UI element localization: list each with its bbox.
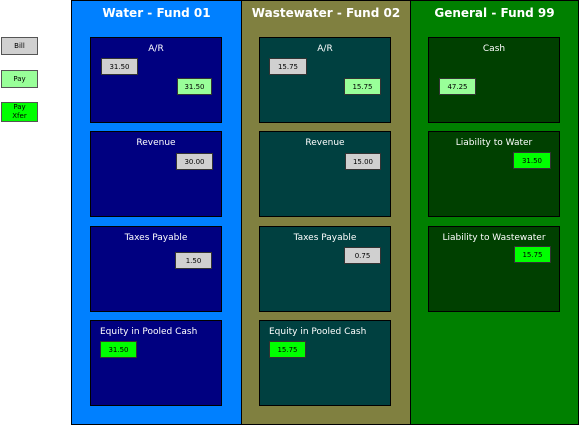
pay-xfer-amount: 15.75	[514, 246, 551, 263]
bill-amount: 30.00	[176, 153, 213, 170]
account-title: Revenue	[136, 138, 176, 148]
pay-amount: 31.50	[177, 78, 212, 95]
account-title: Equity in Pooled Cash	[269, 327, 367, 337]
general-cash-account: Cash 47.25	[428, 37, 560, 123]
general-liability-to-wastewater-account: Liability to Wastewater 15.75	[428, 226, 560, 312]
account-title: A/R	[148, 44, 164, 54]
bill-amount: 15.75	[269, 58, 307, 75]
legend-pay-xfer: Pay Xfer	[1, 102, 38, 122]
account-title: Taxes Payable	[124, 233, 188, 243]
general-liability-to-water-account: Liability to Water 31.50	[428, 131, 560, 217]
wastewater-fund-title: Wastewater - Fund 02	[251, 6, 401, 20]
account-title: Taxes Payable	[293, 233, 357, 243]
legend-bill: Bill	[1, 37, 38, 55]
water-revenue-account: Revenue 30.00	[90, 131, 222, 217]
pay-xfer-amount: 31.50	[100, 341, 137, 358]
wastewater-revenue-account: Revenue 15.00	[259, 131, 391, 217]
pay-amount: 15.75	[344, 78, 381, 95]
bill-amount: 0.75	[344, 247, 381, 264]
legend-pay: Pay	[1, 70, 38, 88]
account-title: Equity in Pooled Cash	[100, 327, 198, 337]
general-fund-title: General - Fund 99	[434, 6, 555, 20]
pay-xfer-amount: 31.50	[513, 152, 551, 169]
water-fund-title: Water - Fund 01	[102, 6, 211, 20]
bill-amount: 31.50	[101, 58, 138, 75]
water-taxes-payable-account: Taxes Payable 1.50	[90, 226, 222, 312]
pay-xfer-amount: 15.75	[269, 341, 306, 358]
account-title: A/R	[317, 44, 333, 54]
bill-amount: 15.00	[345, 153, 381, 170]
wastewater-ar-account: A/R 15.75 15.75	[259, 37, 391, 123]
pay-amount: 47.25	[439, 78, 476, 95]
account-title: Revenue	[305, 138, 345, 148]
wastewater-equity-pooled-cash-account: Equity in Pooled Cash 15.75	[259, 320, 391, 406]
account-title: Liability to Water	[455, 138, 533, 148]
account-title: Liability to Wastewater	[442, 233, 546, 243]
water-equity-pooled-cash-account: Equity in Pooled Cash 31.50	[90, 320, 222, 406]
bill-amount: 1.50	[175, 252, 212, 269]
account-title: Cash	[482, 44, 506, 54]
water-ar-account: A/R 31.50 31.50	[90, 37, 222, 123]
wastewater-taxes-payable-account: Taxes Payable 0.75	[259, 226, 391, 312]
